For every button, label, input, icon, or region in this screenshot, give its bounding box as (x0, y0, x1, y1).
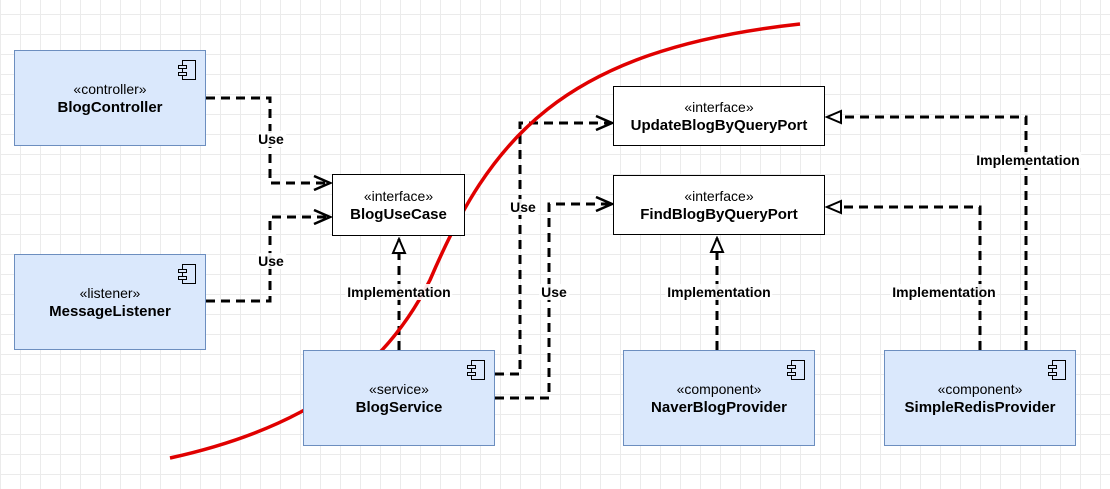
interface-name: UpdateBlogByQueryPort (630, 116, 808, 134)
stereotype-label: «component» (676, 380, 762, 397)
simple-redis-provider-component[interactable]: «component» SimpleRedisProvider (884, 350, 1076, 446)
message-listener-component[interactable]: «listener» MessageListener (14, 254, 206, 350)
interface-name: FindBlogByQueryPort (640, 205, 798, 223)
stereotype-label: «interface» (684, 187, 754, 204)
component-icon (178, 60, 196, 80)
find-blog-port-interface[interactable]: «interface» FindBlogByQueryPort (613, 175, 825, 235)
blog-controller-component[interactable]: «controller» BlogController (14, 50, 206, 146)
stereotype-label: «controller» (73, 80, 147, 97)
stereotype-label: «interface» (363, 187, 434, 204)
edge-label-controller-use: Use (256, 131, 286, 147)
edge-label-redis-update-impl: Implementation (974, 152, 1082, 168)
component-name: NaverBlogProvider (651, 398, 787, 416)
edge-label-listener-use: Use (256, 253, 286, 269)
stereotype-label: «listener» (79, 284, 141, 301)
component-name: BlogService (355, 398, 443, 416)
component-icon (787, 360, 805, 380)
boundary-curve (169, 22, 801, 460)
stereotype-label: «service» (369, 380, 429, 397)
edge-label-service-impl: Implementation (345, 284, 453, 300)
naver-blog-provider-component[interactable]: «component» NaverBlogProvider (623, 350, 815, 446)
edge-service-to-find-port (495, 204, 612, 400)
component-icon (178, 264, 196, 284)
edge-label-service-update-use: Use (508, 199, 538, 215)
edge-label-redis-find-impl: Implementation (890, 284, 998, 300)
update-blog-port-interface[interactable]: «interface» UpdateBlogByQueryPort (613, 86, 825, 146)
stereotype-label: «interface» (684, 98, 754, 115)
component-icon (467, 360, 485, 380)
edge-label-naver-impl: Implementation (665, 284, 773, 300)
edge-label-service-find-use: Use (539, 284, 569, 300)
edge-service-to-update-port (495, 123, 612, 376)
component-name: MessageListener (49, 302, 171, 320)
blog-service-component[interactable]: «service» BlogService (303, 350, 495, 446)
component-icon (1048, 360, 1066, 380)
interface-name: BlogUseCase (350, 205, 447, 223)
edge-redis-to-update-port (827, 117, 1028, 350)
stereotype-label: «component» (937, 380, 1023, 397)
blog-use-case-interface[interactable]: «interface» BlogUseCase (332, 174, 465, 236)
edge-redis-to-find-port (827, 207, 982, 350)
component-name: SimpleRedisProvider (904, 398, 1056, 416)
component-name: BlogController (57, 98, 163, 116)
